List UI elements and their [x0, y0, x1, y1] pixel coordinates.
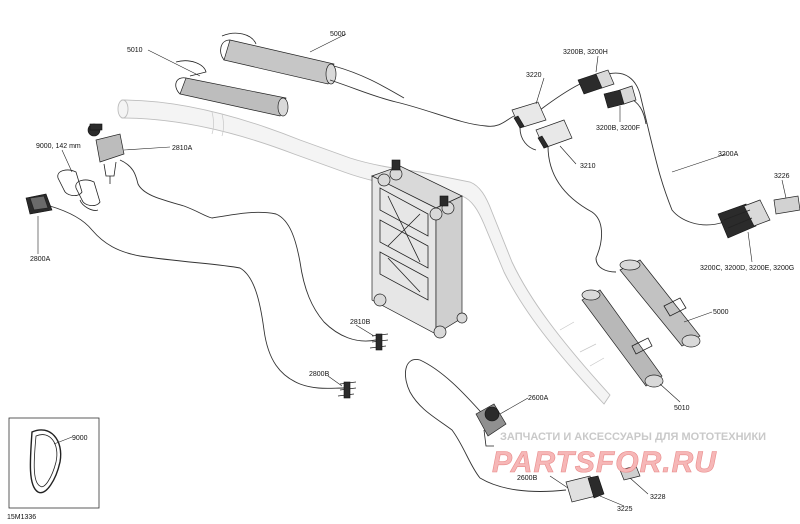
cover-3226 — [773, 195, 800, 215]
connector-3210 — [535, 119, 573, 149]
label-3226: 3226 — [774, 173, 790, 180]
connector-3200b-3200f — [603, 85, 637, 109]
clamps-9000 — [57, 169, 101, 211]
label-5000-top: 5000 — [330, 31, 346, 38]
label-3220: 3220 — [526, 72, 542, 79]
wiring-harness — [49, 65, 725, 492]
label-2810b: 2810B — [350, 319, 371, 326]
label-5000-right: 5000 — [713, 309, 729, 316]
connector-3220 — [511, 101, 547, 129]
label-3225: 3225 — [617, 506, 633, 513]
watermark-tagline: ЗАПЧАСТИ И АКСЕССУАРЫ ДЛЯ МОТОТЕХНИКИ — [500, 431, 766, 443]
label-3200a: 3200A — [718, 151, 739, 158]
label-9000-inset: 9000 — [72, 435, 88, 442]
watermark-brand: PARTSFOR.RU — [492, 446, 717, 479]
connector-3200c-group — [717, 199, 771, 239]
handlebar-ghost — [117, 99, 611, 405]
diagram-id: 15M1336 — [7, 514, 36, 521]
label-3200b-3200h: 3200B, 3200H — [563, 49, 608, 56]
leader-lines — [37, 33, 787, 507]
label-5010-top: 5010 — [127, 47, 143, 54]
label-2800b-left: 2800B — [309, 371, 330, 378]
label-3210: 3210 — [580, 163, 596, 170]
grip-heater-5010-bottom — [581, 289, 664, 388]
seal-3228 — [619, 465, 641, 481]
connector-3225 — [565, 475, 605, 503]
watermark: ЗАПЧАСТИ И АКСЕССУАРЫ ДЛЯ МОТОТЕХНИКИ PA… — [492, 431, 766, 479]
label-3228: 3228 — [650, 494, 666, 501]
part-labels: 5000 5010 3200B, 3200H 3220 3200B, 3200F… — [7, 31, 794, 521]
label-9000-142mm: 9000, 142 mm — [36, 143, 81, 150]
label-2810a: 2810A — [172, 145, 193, 152]
label-5010-bottom: 5010 — [674, 405, 690, 412]
grip-heater-5000-top — [220, 32, 337, 85]
label-2600b: 2600B — [517, 475, 538, 482]
grip-heater-5000-bottom — [619, 259, 701, 348]
terminal-2810b — [369, 333, 389, 351]
grip-heater-5010-top — [175, 60, 289, 117]
terminal-2800b-left — [337, 381, 357, 399]
label-2800a: 2800A — [30, 256, 51, 263]
label-3200c-group: 3200C, 3200D, 3200E, 3200G — [700, 265, 794, 272]
switch-2810a — [87, 123, 125, 184]
label-2600a: 2600A — [528, 395, 549, 402]
connector-3200b-3200h — [577, 69, 615, 95]
inset-9000 — [8, 417, 100, 509]
switch-2600a — [475, 403, 507, 447]
heated-lever-2800a — [25, 193, 53, 215]
label-3200b-3200f: 3200B, 3200F — [596, 125, 640, 132]
handlebar-riser — [371, 159, 468, 339]
